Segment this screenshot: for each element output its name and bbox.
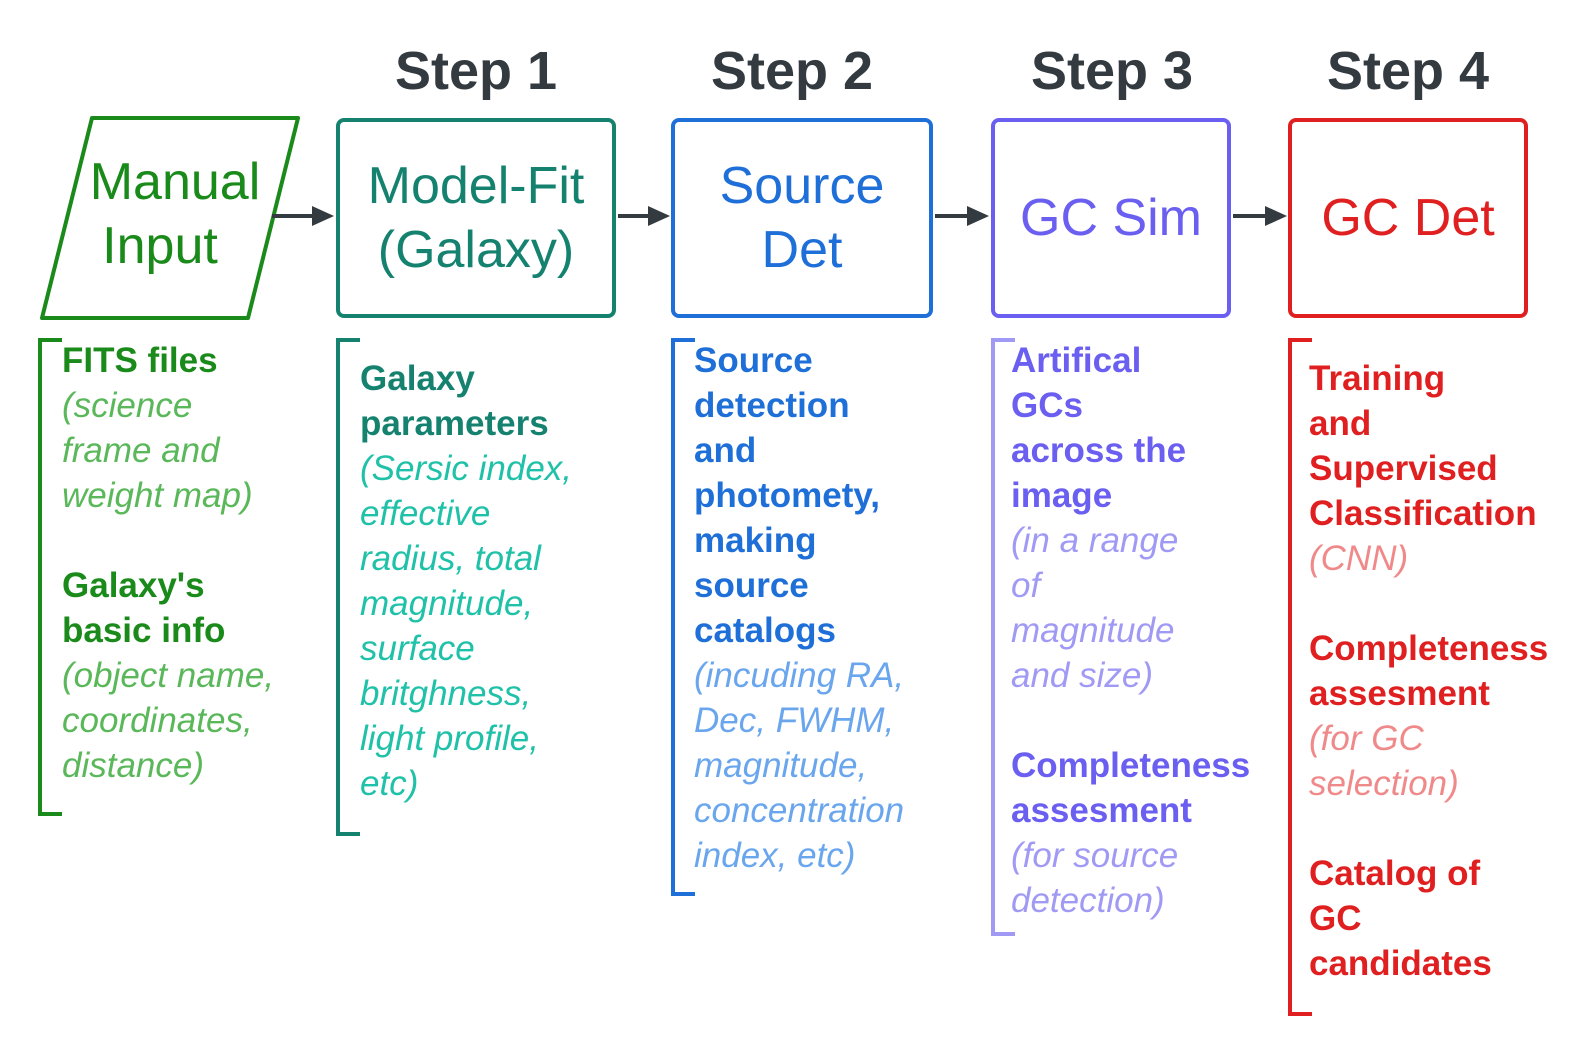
manual-input-line-1: Manual [89,153,261,211]
description-heading-line: catalogs [694,611,836,650]
source-det-bracket [671,338,695,896]
step-1-label: Step 1 [394,41,558,101]
manual-input-line-2: Input [102,217,218,275]
manual-input-label: Manual Input [60,150,290,278]
description-detail-line: radius, total [360,539,541,578]
description-detail-line: of [1011,566,1041,605]
manual-input-description: FITS files (science frame and weight map) Ga… [62,338,274,788]
description-heading-line: Training [1309,359,1446,398]
description-detail-line: magnitude, [694,746,868,785]
description-detail-line: distance) [62,746,205,785]
description-heading-line: image [1011,476,1113,515]
description-detail-line: (for source [1011,836,1179,875]
description-detail-line: magnitude [1011,611,1175,650]
description-detail-line: Dec, FWHM, [694,701,895,740]
gc-det-node: GC Det [1288,118,1528,318]
description-detail-line: effective [360,494,491,533]
arrow-modelfit-to-sourcedet [618,206,670,226]
source-det-line-2: Det [761,221,843,279]
description-heading-line: assesment [1309,674,1490,713]
description-heading-line: source [694,566,809,605]
step-3-label: Step 3 [1030,41,1194,101]
description-heading-line: detection [694,386,850,425]
description-detail-line: index, etc) [694,836,856,875]
description-detail-line: selection) [1309,764,1459,803]
gc-sim-bracket [991,338,1015,936]
model-fit-line-1: Model-Fit [367,157,585,215]
description-heading-line: across the [1011,431,1187,470]
gc-det-bracket [1288,338,1312,1016]
gc-det-line-1: GC Det [1321,189,1495,247]
gc-det-label: GC Det [1321,186,1494,250]
description-heading-line: Completeness [1309,629,1549,668]
description-heading-line: GC [1309,899,1362,938]
description-heading-line: parameters [360,404,549,443]
gc-sim-node: GC Sim [991,118,1231,318]
description-heading-line: Classification [1309,494,1537,533]
source-det-description: Source detection and photomety, making source… [694,338,904,878]
description-heading-line: Artifical [1011,341,1142,380]
description-heading-line: candidates [1309,944,1492,983]
description-detail-line: (object name, [62,656,275,695]
source-det-line-1: Source [719,157,885,215]
arrow-gcsim-to-gcdet [1233,206,1287,226]
description-heading-line: basic info [62,611,226,650]
model-fit-node: Model-Fit (Galaxy) [336,118,616,318]
block-gap [62,518,274,563]
model-fit-line-2: (Galaxy) [377,221,575,279]
description-heading-line: Galaxy's [62,566,205,605]
description-detail-line: (in a range [1011,521,1179,560]
step-2-label: Step 2 [710,41,874,101]
arrow-manual-to-modelfit [272,206,334,226]
description-heading-line: Galaxy [360,359,475,398]
model-fit-bracket [336,338,360,836]
description-heading-line: FITS files [62,341,218,380]
step-4-label: Step 4 [1326,41,1490,101]
description-detail-line: concentration [694,791,905,830]
model-fit-label: Model-Fit (Galaxy) [368,154,585,282]
model-fit-description: Galaxy parameters (Sersic index, effective r… [360,356,572,806]
arrow-sourcedet-to-gcsim [935,206,989,226]
block-gap [1309,806,1548,851]
description-heading-line: GCs [1011,386,1083,425]
description-detail-line: etc) [360,764,419,803]
description-heading-line: Supervised [1309,449,1498,488]
description-heading-line: Catalog of [1309,854,1481,893]
description-detail-line: (incuding RA, [694,656,905,695]
description-detail-line: surface [360,629,475,668]
description-detail-line: weight map) [62,476,253,515]
manual-input-bracket [38,338,62,816]
description-detail-line: (Sersic index, [360,449,573,488]
source-det-label: Source Det [720,154,885,282]
description-heading-line: making [694,521,817,560]
block-gap [1011,698,1250,743]
description-detail-line: (science [62,386,193,425]
description-detail-line: coordinates, [62,701,253,740]
gc-sim-line-1: GC Sim [1020,189,1202,247]
description-heading-line: assesment [1011,791,1192,830]
source-det-node: Source Det [671,118,933,318]
gc-sim-label: GC Sim [1020,186,1202,250]
description-detail-line: frame and [62,431,220,470]
description-detail-line: britghness, [360,674,532,713]
manual-input-shape [40,116,300,320]
description-heading-line: and [694,431,757,470]
description-heading-line: Source [694,341,813,380]
block-gap [1309,581,1548,626]
description-detail-line: (for GC [1309,719,1424,758]
description-detail-line: light profile, [360,719,539,758]
description-detail-line: (CNN) [1309,539,1409,578]
description-heading-line: photomety, [694,476,881,515]
manual-input-node [40,116,300,320]
description-detail-line: detection) [1011,881,1165,920]
description-detail-line: magnitude, [360,584,534,623]
description-detail-line: and size) [1011,656,1154,695]
description-heading-line: Completeness [1011,746,1251,785]
description-heading-line: and [1309,404,1372,443]
